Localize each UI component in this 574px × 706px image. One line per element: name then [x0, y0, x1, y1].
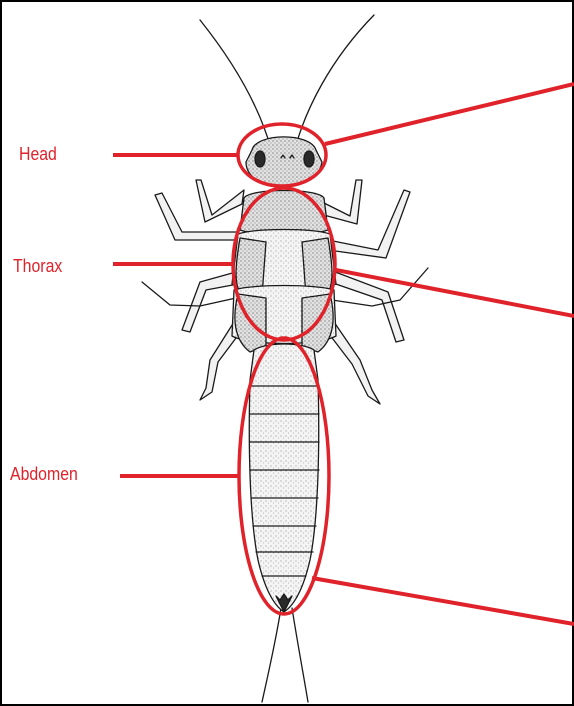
head-pointer-line — [325, 84, 574, 144]
head-label: Head — [19, 144, 57, 165]
annotations — [113, 84, 574, 624]
abdomen-pointer-line — [312, 578, 574, 624]
pronotum — [240, 191, 328, 235]
second-leg-left — [182, 272, 238, 332]
right-cercus — [292, 608, 308, 702]
insect-illustration — [142, 15, 428, 702]
abdomen-label: Abdomen — [10, 464, 78, 485]
middle-leg-right — [328, 190, 410, 258]
right-eye — [304, 151, 314, 167]
abdomen-body — [249, 344, 318, 612]
right-antenna — [294, 15, 374, 152]
left-cercus — [262, 608, 281, 702]
middle-leg-left — [155, 193, 238, 240]
thorax-label: Thorax — [13, 256, 62, 277]
front-leg-left — [196, 180, 244, 222]
left-eye — [255, 151, 265, 167]
left-antenna — [200, 20, 272, 152]
